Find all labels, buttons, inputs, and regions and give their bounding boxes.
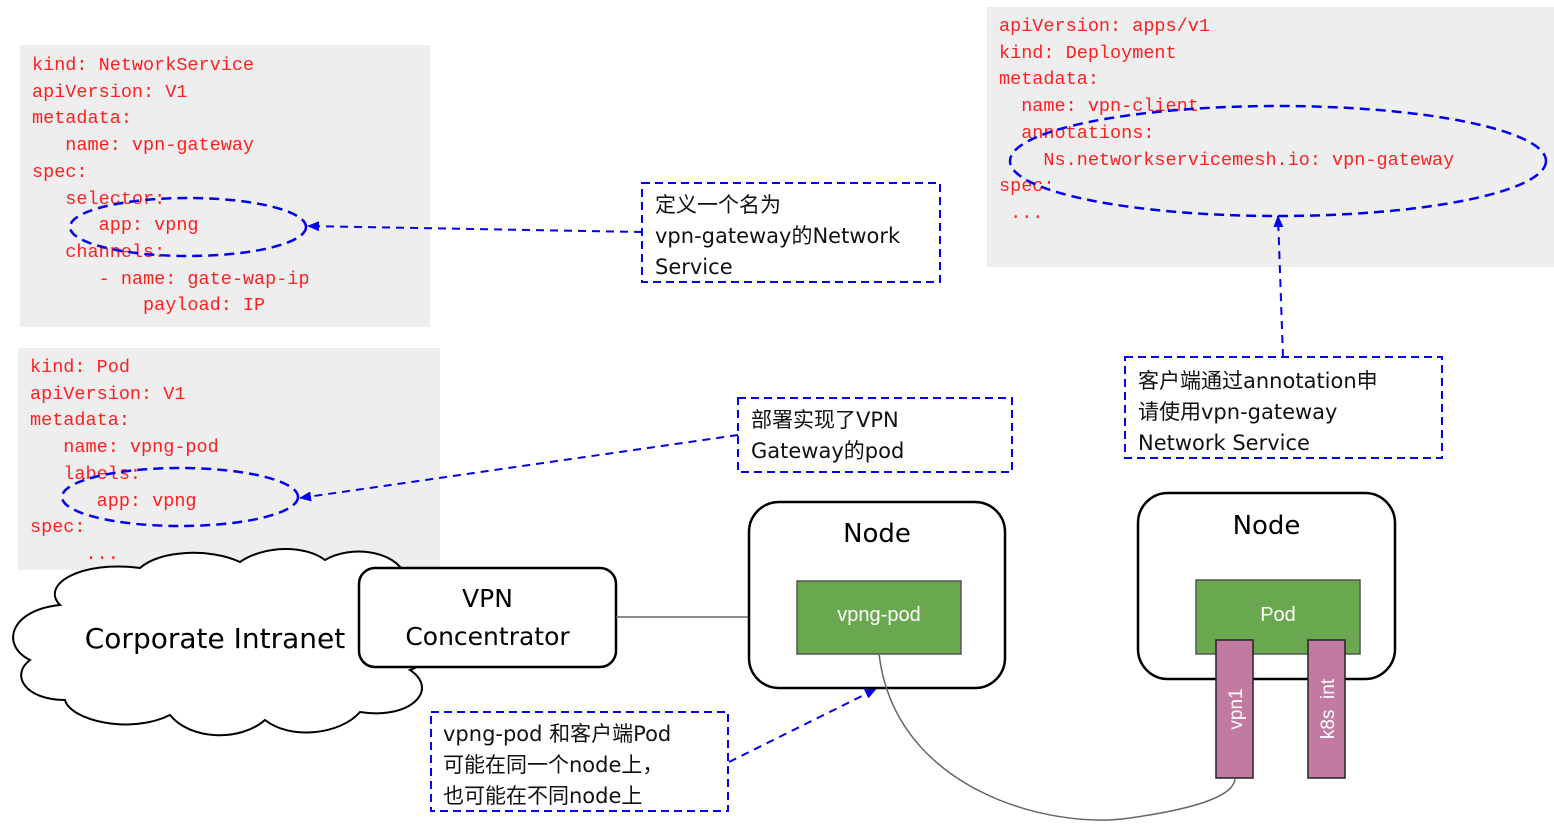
code-line: app: vpng <box>30 490 197 512</box>
code-line: selector: <box>32 188 166 210</box>
code-line: apiVersion: V1 <box>30 383 186 405</box>
code-line: kind: Pod <box>30 357 130 378</box>
vpn1-interface <box>1215 639 1254 779</box>
code-line: metadata: <box>32 108 132 130</box>
k8s-int-interface <box>1307 639 1346 779</box>
code-line: spec: <box>30 517 86 539</box>
code-line: - name: gate-wap-ip <box>32 268 310 290</box>
client-pod-label: Pod <box>1260 604 1296 626</box>
code-line: apiVersion: apps/v1 <box>999 16 1210 37</box>
arrow-to-node <box>728 688 877 763</box>
note-define-network-service: 定义一个名为 vpn-gateway的Network Service <box>655 193 901 279</box>
note-box-deploy-pod <box>737 397 1013 473</box>
note-node-placement: vpng-pod 和客户端Pod 可能在同一个node上， 也可能在不同node… <box>443 722 672 808</box>
code-line: spec: <box>999 176 1055 198</box>
arrow-to-selector <box>307 221 643 233</box>
code-line: app: vpng <box>32 215 199 237</box>
code-line: spec: <box>32 161 88 183</box>
code-line: name: vpn-gateway <box>32 135 255 157</box>
code-line: metadata: <box>30 410 130 432</box>
code-line: Ns.networkservicemesh.io: vpn-gateway <box>999 149 1455 171</box>
node-right-title: Node <box>1232 511 1301 541</box>
vpng-pod-label: vpng-pod <box>837 604 921 626</box>
code-line: metadata: <box>999 69 1099 91</box>
code-line: kind: NetworkService <box>32 55 255 76</box>
vpng-pod-box <box>796 580 962 655</box>
deployment-yaml-box: apiVersion: apps/v1 kind: Deployment metad… <box>987 7 1554 267</box>
note-box-define-ns <box>641 182 941 283</box>
code-line: ... <box>999 202 1044 224</box>
network-service-yaml-box: kind: NetworkService apiVersion: V1 metada… <box>20 45 430 327</box>
code-line: ... <box>30 543 119 565</box>
code-line: kind: Deployment <box>999 42 1177 64</box>
corporate-intranet-cloud <box>12 548 439 737</box>
arrow-to-labels <box>299 434 739 502</box>
code-line: name: vpng-pod <box>30 437 219 459</box>
selector-highlight-ellipse <box>68 196 308 258</box>
k8s-int-label: k8s int <box>1318 678 1339 739</box>
pod-yaml-box: kind: Pod apiVersion: V1 metadata: name: v… <box>18 348 440 570</box>
code-line: payload: IP <box>32 295 266 317</box>
vpn-concentrator-label: VPN Concentrator <box>405 584 570 651</box>
note-client-annotation: 客户端通过annotation申 请使用vpn-gateway Network … <box>1138 369 1378 455</box>
note-deploy-gateway-pod: 部署实现了VPN Gateway的pod <box>751 408 905 463</box>
code-line: name: vpn-client <box>999 96 1199 118</box>
code-line: annotations: <box>999 122 1155 144</box>
vpng-pod-to-vpn1-link <box>878 653 1236 821</box>
corporate-intranet-label: Corporate Intranet <box>84 622 346 655</box>
vpn1-label: vpn1 <box>1226 688 1247 729</box>
labels-highlight-ellipse <box>60 466 300 528</box>
node-left-title: Node <box>843 519 911 549</box>
annotation-highlight-ellipse <box>1008 104 1548 218</box>
arrow-to-annotation <box>1273 215 1284 358</box>
note-box-node-placement <box>430 711 729 812</box>
code-line: channels: <box>32 241 166 263</box>
code-line: apiVersion: V1 <box>32 81 188 103</box>
note-box-client-annotation <box>1124 356 1443 459</box>
